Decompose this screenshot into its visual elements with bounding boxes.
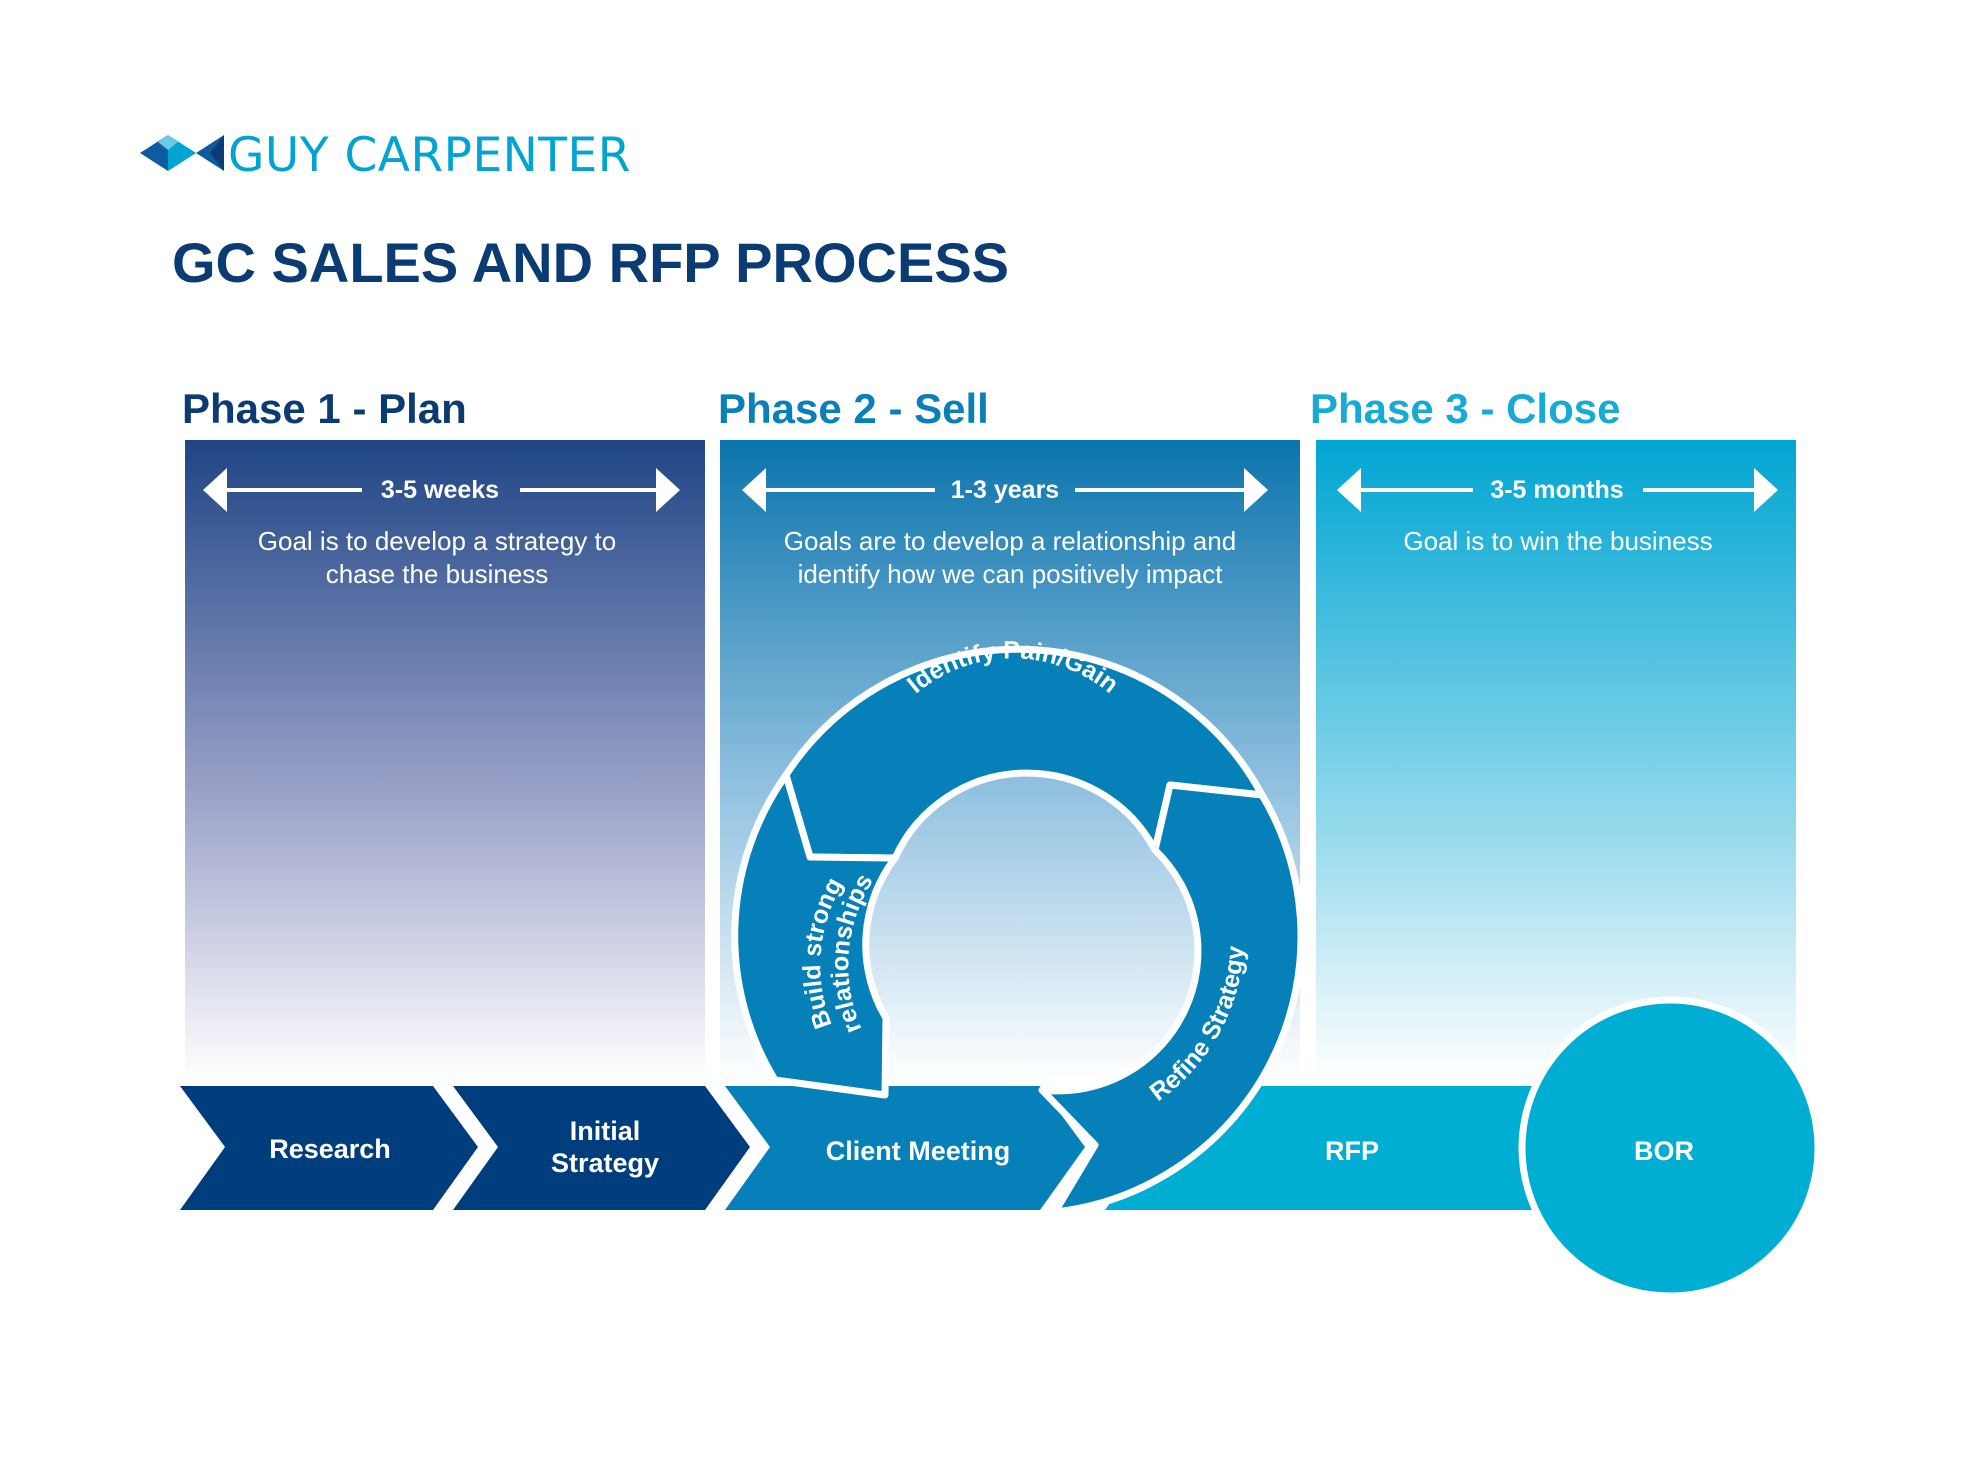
phase-1-goal-line-1: Goal is to develop a strategy to (258, 526, 616, 556)
phase-2-goal-line-1: Goals are to develop a relationship and (784, 526, 1236, 556)
step-research (180, 1086, 478, 1210)
page-title: GC SALES AND RFP PROCESS (172, 231, 1010, 294)
phase-3-duration-arrow (1337, 468, 1778, 512)
cycle-segment-refine-strategy (1038, 781, 1305, 1216)
step-label-bor: BOR (1634, 1136, 1694, 1166)
phase-1-duration-arrow (203, 468, 680, 512)
phase-1-panel (185, 440, 705, 1080)
step-label-research: Research (269, 1134, 391, 1164)
phase-2-duration-arrow (742, 468, 1268, 512)
logo-text: GUY CARPENTER (228, 128, 631, 183)
step-label-initial-strategy-line-1: Initial (570, 1116, 641, 1146)
logo-mark (140, 135, 224, 171)
phase-1-goal-line-2: chase the business (326, 559, 549, 589)
phase-3-panel (1316, 440, 1796, 1080)
step-label-initial-strategy-line-2: Strategy (551, 1148, 659, 1178)
phase-3-title: Phase 3 - Close (1310, 385, 1621, 432)
phase-3-duration: 3-5 months (1490, 476, 1623, 504)
phase-2-duration: 1-3 years (951, 476, 1059, 504)
phase-3-goal-line-1: Goal is to win the business (1403, 526, 1712, 556)
step-initial-strategy (453, 1086, 750, 1210)
phase-1-duration: 3-5 weeks (381, 476, 499, 504)
step-label-rfp: RFP (1325, 1136, 1379, 1166)
step-bor (1518, 996, 1822, 1300)
cycle-segment-build-relationships (731, 771, 899, 1099)
step-client-meeting (725, 1086, 1085, 1210)
phase-2-title: Phase 2 - Sell (718, 385, 989, 432)
phase-1-title: Phase 1 - Plan (182, 385, 467, 432)
cycle-segment-identify-pain-gain (782, 645, 1266, 862)
step-label-client-meeting: Client Meeting (826, 1136, 1011, 1166)
phase-2-goal-line-2: identify how we can positively impact (798, 559, 1224, 589)
